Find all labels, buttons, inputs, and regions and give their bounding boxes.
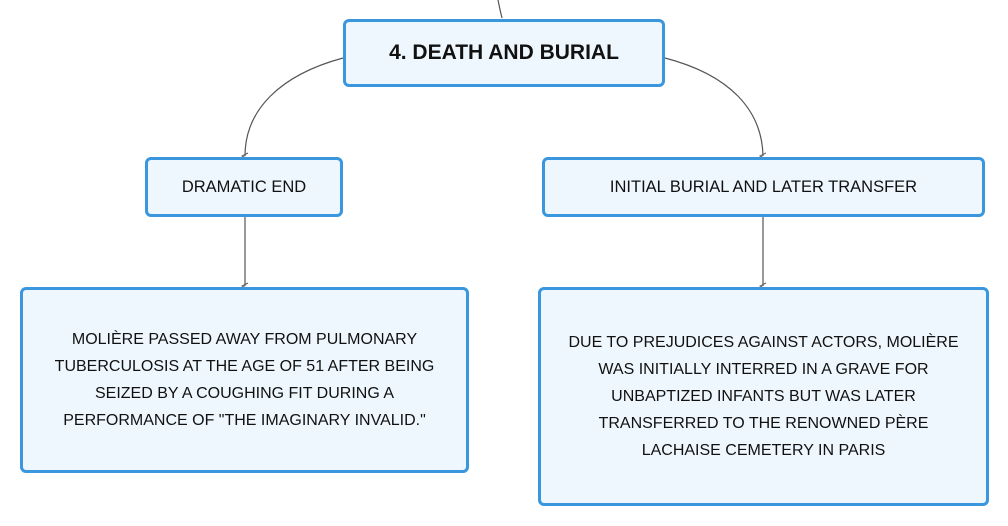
branch-node-label: DRAMATIC END: [181, 177, 307, 196]
detail-node-text: DUE TO PREJUDICES AGAINST ACTORS, MOLIÈR…: [568, 334, 959, 459]
connector-parent-to-root: [497, 0, 503, 19]
root-node-label: 4. DEATH AND BURIAL: [389, 41, 619, 64]
root-node-death-and-burial[interactable]: 4. DEATH AND BURIAL: [343, 19, 665, 87]
detail-node-dramatic-end[interactable]: MOLIÈRE PASSED AWAY FROM PULMONARY TUBER…: [20, 287, 469, 473]
connector-root-to-dramatic-end: [245, 57, 344, 156]
detail-node-text: MOLIÈRE PASSED AWAY FROM PULMONARY TUBER…: [54, 331, 435, 429]
branch-node-initial-burial[interactable]: INITIAL BURIAL AND LATER TRANSFER: [542, 157, 985, 217]
detail-node-initial-burial[interactable]: DUE TO PREJUDICES AGAINST ACTORS, MOLIÈR…: [538, 287, 989, 506]
connector-root-to-initial-burial: [664, 57, 763, 156]
branch-node-label: INITIAL BURIAL AND LATER TRANSFER: [609, 177, 918, 196]
branch-node-dramatic-end[interactable]: DRAMATIC END: [145, 157, 343, 217]
